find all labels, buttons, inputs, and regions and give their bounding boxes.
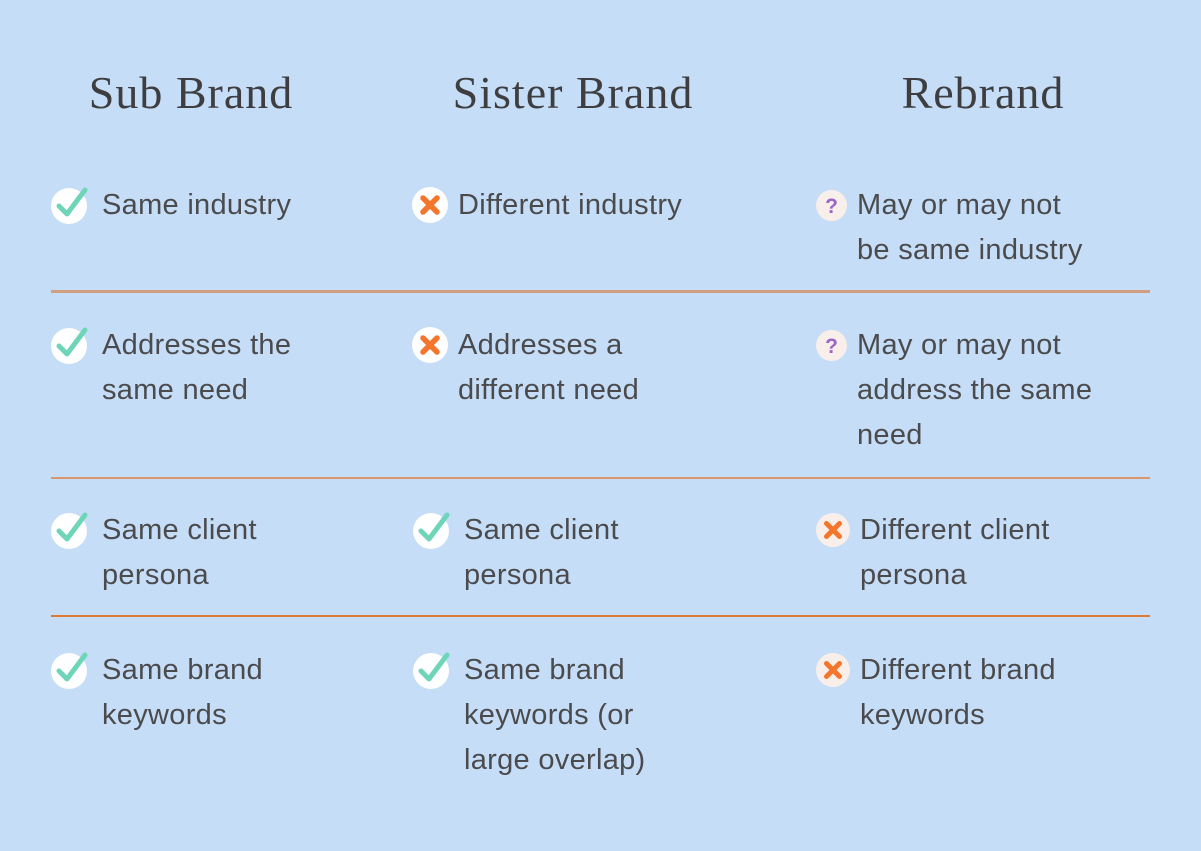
cross-icon [412, 327, 448, 363]
cell-text: Addresses the same need [102, 329, 292, 406]
cell-text: Different brand keywords [860, 654, 1056, 731]
cell-text: Same client persona [464, 514, 619, 591]
row-divider [51, 615, 1150, 617]
column-header-sub-brand: Sub Brand [88, 67, 294, 118]
cell-text: Same brand keywords (or large overlap) [464, 654, 646, 776]
cell-sister-brand-keywords: Same brand keywords (or large overlap) [412, 648, 646, 783]
cell-rebrand-persona: Different client persona [816, 508, 1050, 598]
cell-text: Same brand keywords [102, 654, 263, 731]
column-header-sister-brand: Sister Brand [452, 67, 694, 118]
cell-text: Addresses a different need [458, 329, 640, 406]
cell-text: May or may not address the same need [857, 329, 1093, 451]
cell-sub-brand-keywords: Same brand keywords [50, 648, 263, 738]
check-icon [50, 508, 92, 550]
cross-icon [816, 653, 850, 687]
svg-text:?: ? [825, 195, 838, 218]
question-icon: ? [816, 330, 847, 361]
check-icon [50, 648, 92, 690]
check-icon [50, 183, 92, 225]
cross-icon [412, 187, 448, 223]
check-icon [412, 508, 454, 550]
svg-text:?: ? [825, 335, 838, 358]
cell-sister-brand-industry: Different industry [412, 183, 682, 228]
cell-rebrand-keywords: Different brand keywords [816, 648, 1056, 738]
question-icon: ? [816, 190, 847, 221]
cell-text: Same industry [102, 189, 292, 221]
cell-text: May or may not be same industry [857, 189, 1083, 266]
cell-sister-brand-need: Addresses a different need [412, 323, 639, 413]
cell-rebrand-need: ? May or may not address the same need [816, 323, 1092, 458]
check-icon [50, 323, 92, 365]
cell-sub-brand-industry: Same industry [50, 183, 291, 228]
row-divider [51, 290, 1150, 293]
row-divider [51, 477, 1150, 479]
cell-sub-brand-persona: Same client persona [50, 508, 257, 598]
cell-rebrand-industry: ? May or may not be same industry [816, 183, 1083, 273]
column-header-rebrand: Rebrand [901, 67, 1065, 118]
cell-text: Same client persona [102, 514, 257, 591]
cell-sister-brand-persona: Same client persona [412, 508, 619, 598]
cross-icon [816, 513, 850, 547]
cell-text: Different client persona [860, 514, 1050, 591]
cell-sub-brand-need: Addresses the same need [50, 323, 291, 413]
cell-text: Different industry [458, 189, 683, 221]
check-icon [412, 648, 454, 690]
